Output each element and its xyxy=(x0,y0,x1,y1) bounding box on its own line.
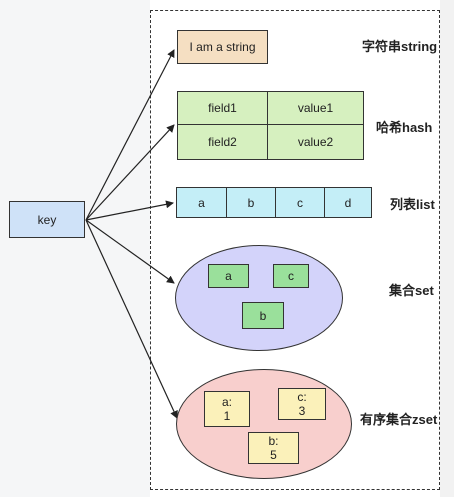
list-item: a xyxy=(176,187,227,218)
zset-type-label: 有序集合zset xyxy=(360,412,438,427)
hash-field-cell: field2 xyxy=(177,124,268,160)
list-item: d xyxy=(324,187,372,218)
arrow-to-zset xyxy=(85,219,178,419)
list-item: c xyxy=(275,187,325,218)
zset-member-score: 3 xyxy=(298,404,306,418)
zset-member: a: 1 xyxy=(204,391,250,427)
zset-member-name: a: xyxy=(221,395,232,409)
hash-value-cell: value2 xyxy=(267,124,364,160)
zset-member: b: 5 xyxy=(248,432,299,464)
set-ellipse xyxy=(175,245,343,351)
zset-member: c: 3 xyxy=(278,388,326,420)
zset-member-score: 5 xyxy=(270,448,277,462)
string-value-box: I am a string xyxy=(177,30,268,64)
set-member: c xyxy=(273,264,309,288)
arrow-to-string xyxy=(85,49,175,221)
zset-member-score: 1 xyxy=(223,409,231,423)
set-member: b xyxy=(242,302,284,329)
hash-value-cell: value1 xyxy=(267,91,364,125)
zset-member-name: c: xyxy=(297,390,307,404)
set-member: a xyxy=(208,264,249,288)
right-background xyxy=(440,0,454,497)
arrow-to-list xyxy=(85,200,174,221)
hash-field-cell: field1 xyxy=(177,91,268,125)
arrow-to-hash xyxy=(85,124,175,221)
arrow-to-set xyxy=(85,219,175,284)
zset-member-name: b: xyxy=(268,434,279,448)
string-type-label: 字符串string xyxy=(362,39,438,54)
hash-type-label: 哈希hash xyxy=(376,120,433,135)
list-type-label: 列表list xyxy=(390,197,435,212)
set-type-label: 集合set xyxy=(389,283,434,298)
key-box: key xyxy=(9,201,85,238)
list-item: b xyxy=(226,187,276,218)
